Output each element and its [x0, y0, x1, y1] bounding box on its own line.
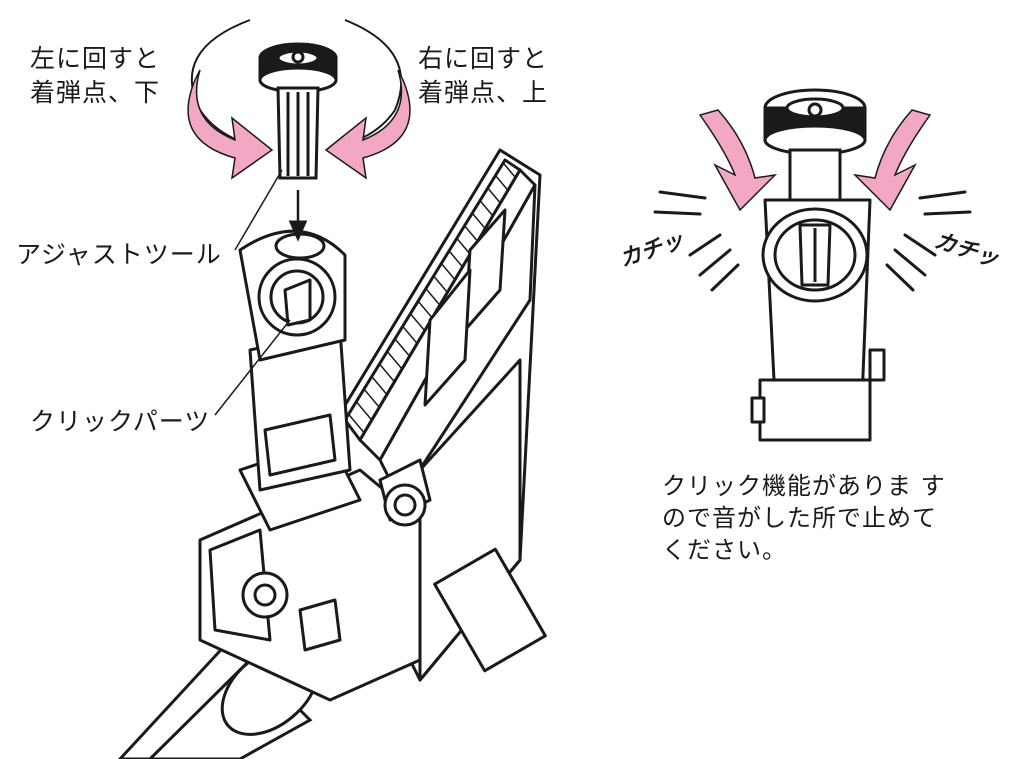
barrel	[117, 637, 320, 759]
click-sound-lines	[653, 190, 972, 292]
right-turn-line-1: 右に回すと	[418, 44, 549, 73]
left-turn-label: 左に回すと 着弾点、下	[30, 42, 160, 110]
adjust-tool-label: アジャストツール	[16, 240, 222, 269]
left-turn-line-1: 左に回すと	[30, 44, 161, 73]
note-line-2: ので音がした所で止めて	[662, 504, 937, 532]
right-turn-label: 右に回すと 着弾点、上	[418, 42, 548, 110]
squeeze-right-arrow-icon	[852, 109, 932, 212]
click-part-label: クリックパーツ	[30, 407, 211, 436]
click-note-text: クリック機能がありま す ので音がした所で止めて ください。	[662, 470, 946, 566]
rotate-right-arrow-icon	[324, 19, 411, 180]
tool-top-icon	[763, 88, 867, 202]
leader-lines	[214, 169, 291, 416]
left-turn-line-2: 着弾点、下	[30, 78, 161, 107]
sight-base	[198, 438, 432, 702]
note-line-1: クリック機能がありま す	[662, 472, 946, 500]
adjust-tool-icon	[258, 42, 338, 242]
note-line-3: ください。	[662, 536, 787, 564]
rotate-left-arrow-icon	[187, 19, 274, 180]
squeeze-left-arrow-icon	[698, 109, 778, 212]
front-sight-icon	[750, 198, 886, 442]
right-turn-line-2: 着弾点、上	[418, 78, 549, 107]
sight-tower	[238, 229, 352, 492]
